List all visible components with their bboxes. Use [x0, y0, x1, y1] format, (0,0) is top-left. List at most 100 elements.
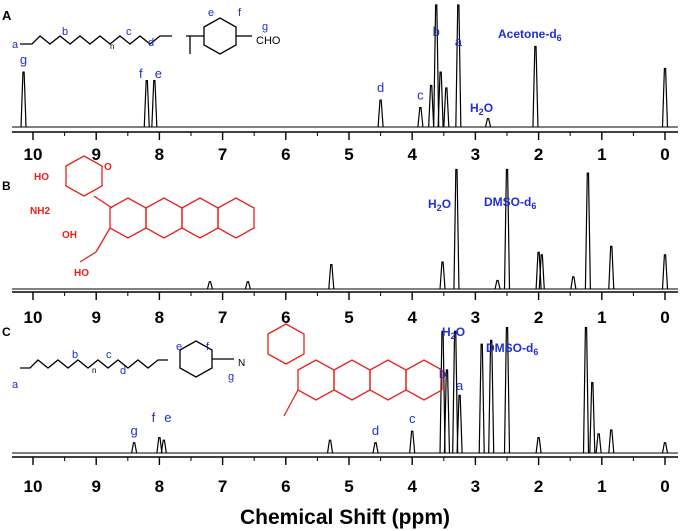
- spectrum-peak: [131, 442, 138, 454]
- peg-chain: [20, 35, 172, 45]
- glycosidic-bond: [93, 195, 113, 209]
- spectrum-peak: [156, 437, 163, 454]
- struct-a-label-f: f: [238, 7, 242, 19]
- peak-label: a: [456, 378, 464, 393]
- panel-a-solvent-label: Acetone-d6: [498, 27, 562, 43]
- panel-a-solvent-sub: 6: [557, 33, 562, 43]
- peg-chain-c: [20, 359, 168, 369]
- spectrum-peak: [661, 254, 669, 290]
- struct-c-label-c: c: [106, 349, 112, 361]
- side-chain-c: [283, 389, 299, 417]
- panel-b-water-label: H2O: [428, 197, 451, 213]
- peak-label: b: [433, 24, 440, 39]
- spectrum-peak: [433, 4, 440, 128]
- panel-b-solvent-text: DMSO-d: [484, 195, 531, 209]
- benzene-ring-c: [179, 340, 213, 378]
- struct-a-subscript-n: n: [110, 42, 114, 51]
- panel-b-water-h: H: [428, 197, 437, 211]
- spectrum-peak: [582, 326, 590, 454]
- struct-c-label-f: f: [206, 341, 210, 353]
- spectrum-peak: [20, 71, 27, 128]
- x-tick-label: 9: [91, 145, 100, 164]
- x-tick-label: 2: [534, 308, 543, 327]
- panel-a-spectrum: [12, 4, 678, 128]
- panel-c-water-o: O: [456, 325, 465, 339]
- peak-label: g: [131, 423, 138, 438]
- panel-c-structure-labels: a b c d e f g n N: [12, 341, 245, 391]
- peak-label: g: [20, 52, 27, 67]
- peak-label: b: [439, 366, 446, 381]
- spectrum-peak: [608, 429, 615, 454]
- spectrum-peak: [589, 382, 596, 454]
- spectrum-peak: [244, 281, 251, 290]
- spectrum-peak: [661, 67, 669, 128]
- panel-a-solvent-text: Acetone-d: [498, 27, 557, 41]
- spectrum-peak: [456, 394, 463, 454]
- struct-a-label-g: g: [262, 21, 268, 33]
- spectrum-peak: [484, 117, 492, 128]
- x-tick-label: 1: [597, 477, 606, 496]
- x-tick-label: 4: [407, 308, 417, 327]
- spectrum-peak: [428, 84, 435, 128]
- x-tick-label: 4: [407, 477, 417, 496]
- spectrum-peak: [439, 261, 446, 290]
- panel-a-water-sub: 2: [479, 107, 484, 117]
- x-tick-label: 9: [91, 477, 100, 496]
- x-tick-label: 3: [471, 477, 480, 496]
- panel-a-water-h: H: [470, 101, 479, 115]
- peak-label: c: [409, 411, 416, 426]
- x-tick-label: 6: [281, 308, 290, 327]
- peak-label: f: [152, 410, 156, 425]
- spectrum-peak: [608, 245, 615, 290]
- panel-b-water-o: O: [442, 197, 451, 211]
- benzene-ring: [203, 17, 237, 55]
- spectrum-peak: [377, 99, 384, 128]
- panel-a-water-o: O: [484, 101, 493, 115]
- x-tick-label: 5: [344, 308, 353, 327]
- x-tick-label: 1: [597, 145, 606, 164]
- x-tick-label: 3: [471, 308, 480, 327]
- side-chain: [95, 227, 111, 253]
- struct-b-nh2: NH2: [30, 206, 50, 217]
- x-tick-label: 0: [660, 477, 669, 496]
- panel-a-structure-labels: a b c d e f g n CHO: [12, 7, 281, 51]
- x-tick-label: 8: [155, 308, 164, 327]
- spectrum-peak: [160, 439, 167, 454]
- peak-label: a: [455, 34, 463, 49]
- x-tick-label: 7: [218, 477, 227, 496]
- spectrum-peak: [409, 430, 416, 454]
- panel-b-solvent-label: DMSO-d6: [484, 195, 536, 211]
- x-tick-label: 5: [344, 145, 353, 164]
- panel-c-drug: [267, 323, 443, 417]
- x-tick-label: 3: [471, 145, 480, 164]
- side-chain-2: [79, 251, 97, 263]
- struct-a-label-b: b: [62, 26, 68, 38]
- spectrum-peak: [206, 281, 214, 290]
- x-tick-label: 6: [281, 477, 290, 496]
- x-tick-label: 2: [534, 477, 543, 496]
- x-tick-label: 8: [155, 145, 164, 164]
- peak-label: e: [155, 66, 162, 81]
- struct-c-imine-n: N: [238, 358, 245, 369]
- struct-b-oh: OH: [62, 230, 77, 241]
- sugar-ring: [65, 155, 103, 197]
- struct-a-label-c: c: [126, 26, 132, 38]
- spectrum-peak: [494, 279, 501, 290]
- struct-c-label-b: b: [72, 349, 78, 361]
- struct-c-label-g: g: [228, 371, 234, 383]
- x-tick-label: 0: [660, 145, 669, 164]
- spectrum-peak: [503, 326, 511, 454]
- struct-c-label-a: a: [12, 379, 19, 391]
- panel-c-water-sub: 2: [451, 331, 456, 341]
- x-tick-label: 2: [534, 145, 543, 164]
- spectrum-peak: [437, 71, 444, 128]
- spectrum-peak: [488, 339, 495, 454]
- struct-c-label-e: e: [176, 341, 182, 353]
